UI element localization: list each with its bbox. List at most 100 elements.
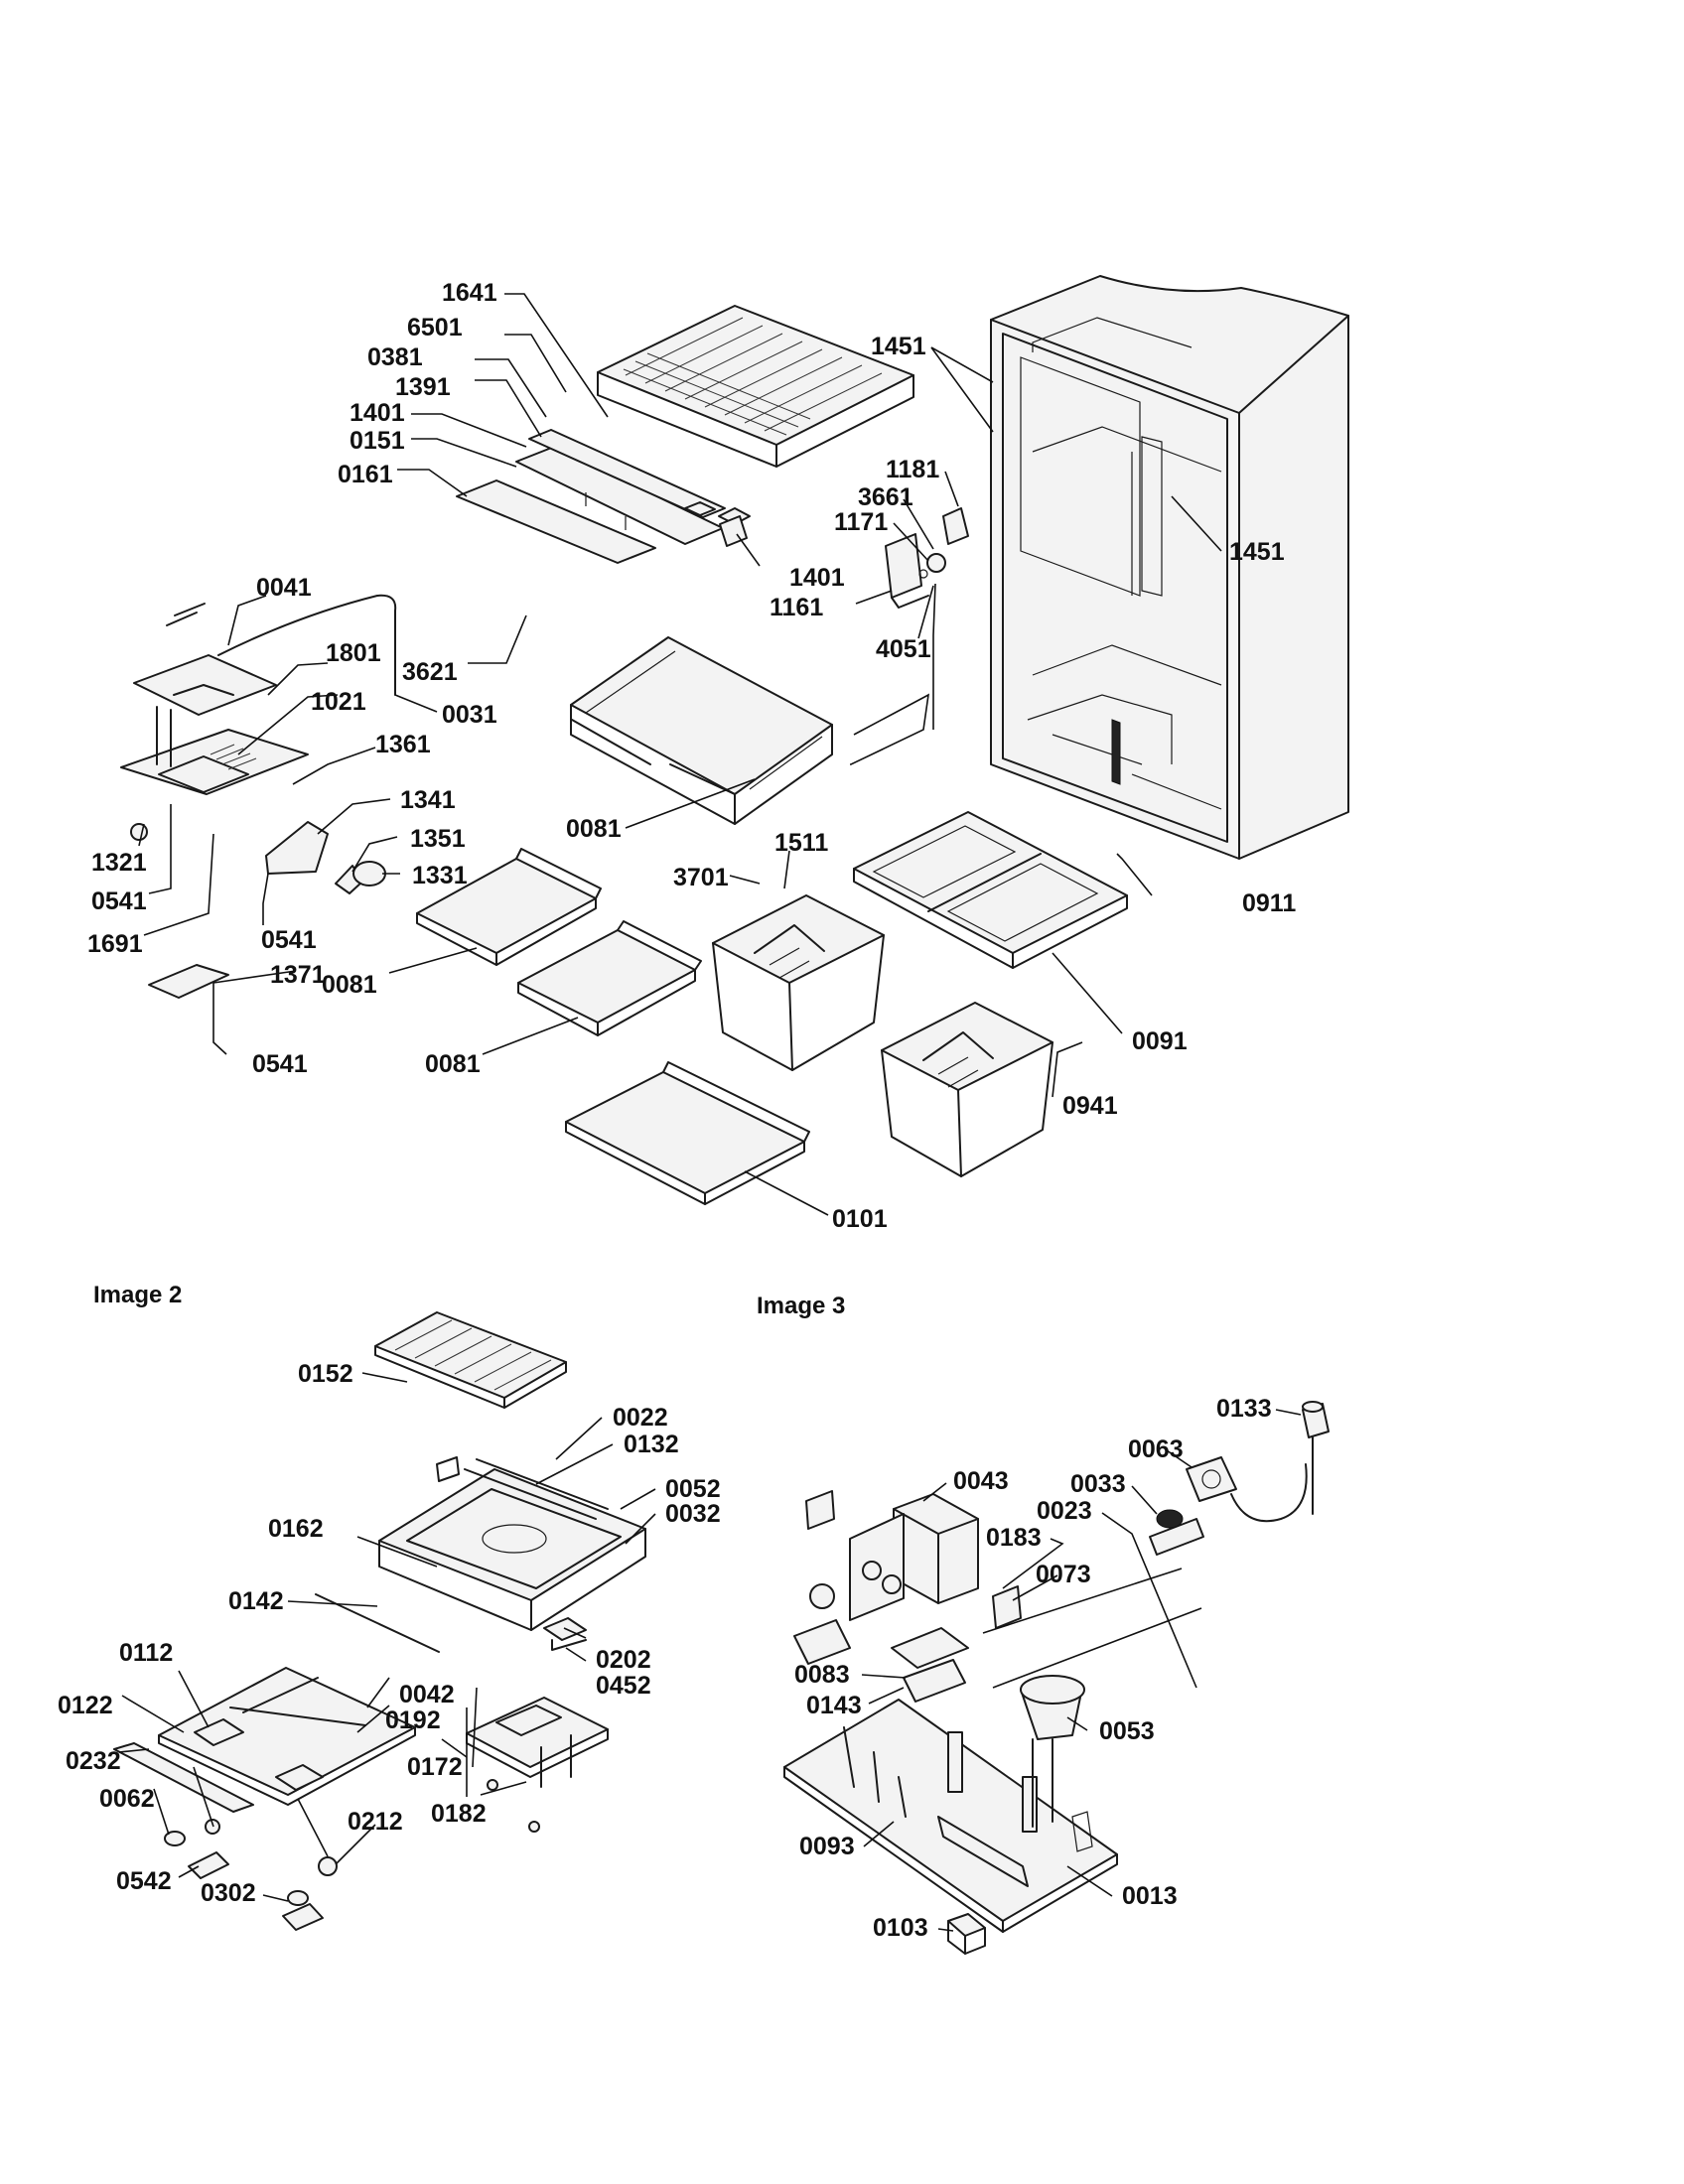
image2-bulb-sockets (164, 1819, 338, 1931)
callout-0073: 0073 (1036, 1561, 1091, 1588)
callout-0143: 0143 (806, 1692, 862, 1719)
image3-leader-lines (861, 1409, 1302, 1932)
callout-1451-a: 1451 (871, 333, 926, 360)
crisper-drawer-right (881, 1002, 1053, 1177)
image3-callouts: 0133 0063 0033 0043 0023 0183 0073 0083 … (794, 1395, 1272, 1942)
callout-6501: 6501 (407, 314, 463, 341)
callout-0032: 0032 (665, 1500, 721, 1528)
callout-0093: 0093 (799, 1833, 855, 1860)
callout-0081-c: 0081 (425, 1050, 481, 1078)
callout-0081-b: 0081 (322, 971, 377, 999)
callout-1331: 1331 (412, 862, 468, 889)
callout-0133: 0133 (1216, 1395, 1272, 1423)
callout-1401-b: 1401 (789, 564, 845, 592)
callout-4051: 4051 (876, 635, 931, 663)
lamp-housing (120, 594, 397, 999)
callout-0083: 0083 (794, 1661, 850, 1689)
callout-0043: 0043 (953, 1467, 1009, 1495)
callout-1511: 1511 (774, 829, 828, 857)
shelf-0081-left (416, 848, 602, 966)
callout-0041: 0041 (256, 574, 312, 602)
callout-0052: 0052 (665, 1475, 721, 1503)
callout-3701: 3701 (673, 864, 729, 891)
image3-cube-0103 (947, 1913, 986, 1955)
thermostat-bracket (885, 507, 969, 609)
callout-1391: 1391 (395, 373, 451, 401)
callout-0202: 0202 (596, 1646, 651, 1674)
callout-1641: 1641 (442, 279, 497, 307)
callout-1371: 1371 (270, 961, 326, 989)
shelf-0081-middle (517, 920, 702, 1036)
callout-0161: 0161 (338, 461, 393, 488)
image3-motor-0053 (1020, 1675, 1085, 1828)
callout-0053: 0053 (1099, 1717, 1155, 1745)
shelf-0081-upper (570, 636, 833, 825)
callout-0062: 0062 (99, 1785, 155, 1813)
callout-0033: 0033 (1070, 1470, 1126, 1498)
callout-0452: 0452 (596, 1672, 651, 1700)
callout-0142: 0142 (228, 1587, 284, 1615)
callout-0941: 0941 (1062, 1092, 1118, 1120)
callout-0302: 0302 (201, 1879, 256, 1907)
callout-1321: 1321 (91, 849, 147, 877)
image2-callouts: 0152 0022 0132 0052 0032 0162 0142 0202 … (58, 1360, 721, 1907)
callout-0122: 0122 (58, 1692, 113, 1719)
callout-1171: 1171 (834, 508, 888, 536)
image2-compartment (378, 1456, 646, 1651)
callout-0232: 0232 (66, 1747, 121, 1775)
image3-plate-0083 (891, 1627, 969, 1703)
callout-0103: 0103 (873, 1914, 928, 1942)
callout-0132: 0132 (624, 1431, 679, 1458)
image3-timer-0063 (1149, 1456, 1308, 1556)
callout-3621: 3621 (402, 658, 458, 686)
callout-1181: 1181 (886, 456, 939, 483)
section-label-image3: Image 3 (757, 1293, 845, 1319)
callout-0381: 0381 (367, 343, 423, 371)
control-housing-bars (456, 429, 751, 564)
callout-1351: 1351 (410, 825, 466, 853)
section-labels: Image 2 Image 3 (93, 1282, 845, 1319)
crisper-cover-0091 (853, 811, 1128, 969)
refrigerator-cabinet (990, 275, 1349, 860)
image3-fitting-0133 (1302, 1401, 1330, 1515)
crisper-drawer-left (712, 894, 885, 1071)
callout-1401-a: 1401 (350, 399, 405, 427)
section-label-image2: Image 2 (93, 1282, 182, 1308)
callout-1021: 1021 (311, 688, 366, 716)
callout-0541-a: 0541 (91, 887, 147, 915)
callout-0172: 0172 (407, 1753, 463, 1781)
callout-0542: 0542 (116, 1867, 172, 1895)
image2-lamp-plate (113, 1667, 416, 1813)
callout-1801: 1801 (326, 639, 381, 667)
callout-0192: 0192 (385, 1706, 441, 1734)
callout-1341: 1341 (400, 786, 456, 814)
main-leader-lines (138, 293, 1222, 1216)
callout-0091: 0091 (1132, 1027, 1188, 1055)
callout-0151: 0151 (350, 427, 405, 455)
image2-top-shelf (374, 1311, 567, 1409)
callout-3661: 3661 (858, 483, 913, 511)
callout-1451-b: 1451 (1229, 538, 1285, 566)
callout-0022: 0022 (613, 1404, 668, 1432)
callout-0162: 0162 (268, 1515, 324, 1543)
image2-control-module (466, 1697, 609, 1833)
callout-1361: 1361 (375, 731, 431, 758)
callout-0101: 0101 (832, 1205, 888, 1233)
image3-base-plate (783, 1699, 1118, 1933)
callout-0112: 0112 (119, 1639, 173, 1667)
shelf-0101 (565, 1061, 810, 1205)
main-callouts: 1641 6501 0381 1391 1401 0151 0161 1451 … (87, 279, 1296, 1233)
callout-0541-c: 0541 (252, 1050, 308, 1078)
image2-rod (315, 1593, 440, 1653)
callout-1691: 1691 (87, 930, 143, 958)
callout-0911: 0911 (1242, 889, 1296, 917)
callout-0031: 0031 (442, 701, 497, 729)
callout-0541-b: 0541 (261, 926, 317, 954)
callout-0081-a: 0081 (566, 815, 622, 843)
callout-0182: 0182 (431, 1800, 487, 1828)
callout-0183: 0183 (986, 1524, 1042, 1552)
callout-0013: 0013 (1122, 1882, 1178, 1910)
callout-0212: 0212 (348, 1808, 403, 1836)
